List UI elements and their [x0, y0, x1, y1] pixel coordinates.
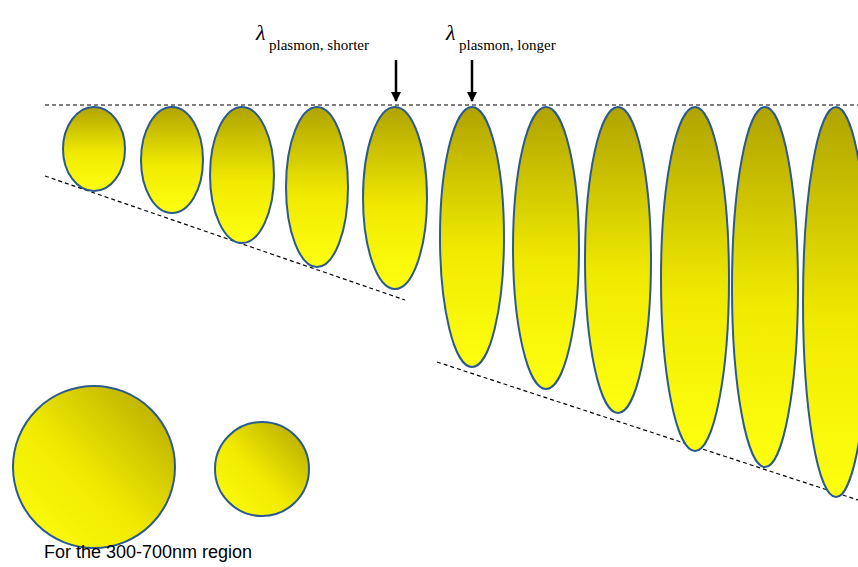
nanorod	[732, 107, 798, 467]
wavelength-symbol: λ	[446, 22, 456, 44]
nanorod	[661, 107, 729, 451]
nanorod	[141, 107, 203, 213]
nanorod	[210, 107, 274, 243]
nanorod	[440, 107, 504, 367]
nanorod	[513, 107, 579, 389]
guide-line	[437, 362, 858, 500]
subscript-label: plasmon, shorter	[269, 38, 369, 53]
nanorod	[585, 107, 651, 413]
nanorod	[63, 107, 125, 191]
wavelength-symbol: λ	[256, 22, 266, 44]
nanorod	[363, 107, 427, 289]
nanorod	[803, 107, 858, 497]
region-note: For the 300-700nm region	[44, 543, 252, 561]
guide-line	[45, 104, 858, 105]
pointer-arrow	[395, 60, 398, 101]
subscript-label: plasmon, longer	[459, 38, 556, 53]
nanorod	[286, 107, 348, 267]
nanosphere	[215, 422, 309, 516]
pointer-arrow	[471, 60, 474, 101]
nanosphere	[13, 386, 175, 548]
